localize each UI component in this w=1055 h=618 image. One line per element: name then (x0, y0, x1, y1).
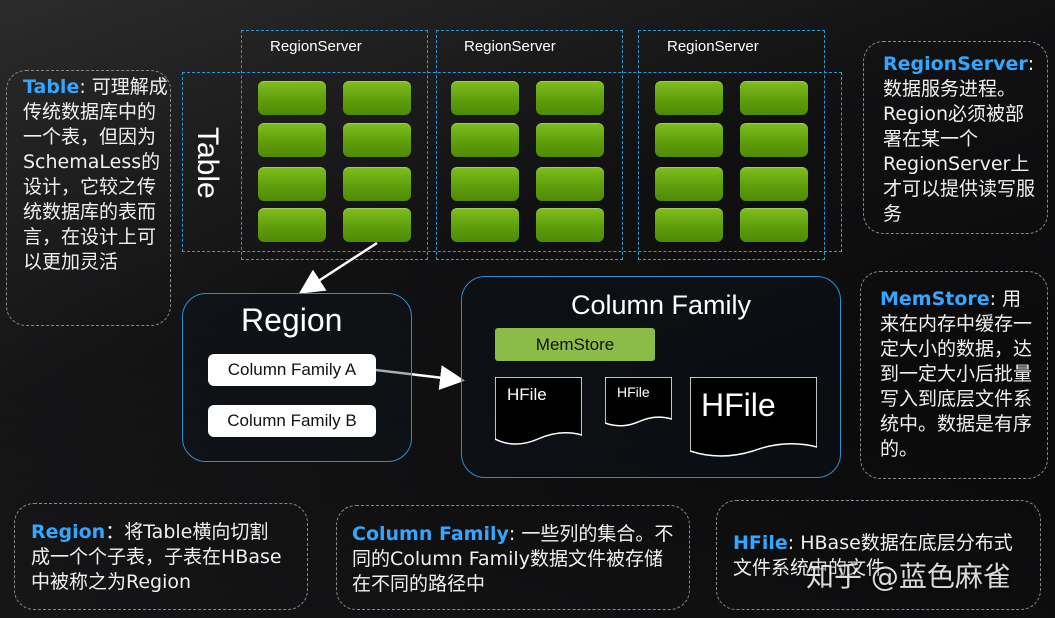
table-label: Table (191, 127, 224, 199)
note-table: Table: 可理解成传统数据库中的一个表，但因为SchemaLess的设计，它… (6, 70, 171, 326)
column-family-b: Column Family B (208, 405, 376, 437)
regionserver-frame-3 (638, 30, 825, 260)
note-columnfamily: Column Family: 一些列的集合。不同的Column Family数据… (336, 505, 690, 610)
regionserver-label-1: RegionServer (270, 38, 362, 55)
region-cell (343, 208, 411, 242)
hfile-label-1: HFile (507, 385, 547, 404)
region-cell (536, 123, 604, 157)
hfile-large-right: HFile (690, 377, 817, 459)
region-cell (258, 208, 326, 242)
hfile-label-3: HFile (701, 387, 776, 423)
memstore-block: MemStore (495, 328, 655, 361)
region-cell (655, 167, 723, 201)
note-regionserver: RegionServer: 数据服务进程。Region必须被部署在某一个Regi… (863, 41, 1048, 234)
hfile-large-left: HFile (495, 377, 582, 447)
region-cell (343, 81, 411, 115)
column-family-a: Column Family A (208, 354, 376, 386)
region-cell (655, 208, 723, 242)
note-memstore-keyword: MemStore (880, 288, 990, 310)
region-cell (343, 123, 411, 157)
hfile-label-2: HFile (617, 384, 650, 400)
region-cell (451, 167, 519, 201)
note-table-text: : 可理解成传统数据库中的一个表，但因为SchemaLess的设计，它较之传统数… (23, 76, 168, 273)
region-cell (451, 81, 519, 115)
regionserver-label-3: RegionServer (667, 38, 759, 55)
region-cell (536, 167, 604, 201)
note-columnfamily-text: : 一些列的集合。不同的Column Family数据文件被存储在不同的路径中 (352, 523, 674, 595)
regionserver-frame-2 (436, 30, 623, 260)
region-cell (258, 123, 326, 157)
note-regionserver-text: : 数据服务进程。Region必须被部署在某一个RegionServer上才可以… (883, 53, 1036, 225)
region-cell (258, 167, 326, 201)
note-regionserver-keyword: RegionServer (883, 53, 1028, 75)
table-frame (182, 72, 842, 252)
watermark: 知乎 @蓝色麻雀 (806, 560, 1011, 593)
region-cell (451, 208, 519, 242)
column-family-box-title: Column Family (571, 290, 752, 320)
hfile-small: HFile (605, 377, 672, 429)
region-cell (451, 123, 519, 157)
region-cell (740, 123, 808, 157)
region-cell (655, 123, 723, 157)
region-cell (536, 208, 604, 242)
region-box-title: Region (241, 302, 343, 338)
region-cell (740, 208, 808, 242)
note-columnfamily-keyword: Column Family (352, 523, 509, 545)
note-table-keyword: Table (23, 76, 80, 98)
note-region: Region：将Table横向切割成一个个子表，子表在HBase中被称之为Reg… (14, 503, 308, 610)
regionserver-label-2: RegionServer (464, 38, 556, 55)
region-cell (258, 81, 326, 115)
region-cell (740, 81, 808, 115)
note-memstore: MemStore: 用来在内存中缓存一定大小的数据，达到一定大小后批量写入到底层… (860, 271, 1048, 479)
note-region-text: ：将Table横向切割成一个个子表，子表在HBase中被称之为Region (31, 521, 282, 593)
region-cell (655, 81, 723, 115)
region-cell (740, 167, 808, 201)
note-region-keyword: Region (31, 521, 106, 543)
note-hfile: HFile: HBase数据在底层分布式文件系统中的文件 (716, 500, 1041, 610)
note-hfile-text: : HBase数据在底层分布式文件系统中的文件 (733, 532, 1013, 579)
region-cell (343, 167, 411, 201)
note-memstore-text: : 用来在内存中缓存一定大小的数据，达到一定大小后批量写入到底层文件系统中。数据… (880, 288, 1033, 460)
region-cell (536, 81, 604, 115)
note-hfile-keyword: HFile (733, 532, 788, 554)
